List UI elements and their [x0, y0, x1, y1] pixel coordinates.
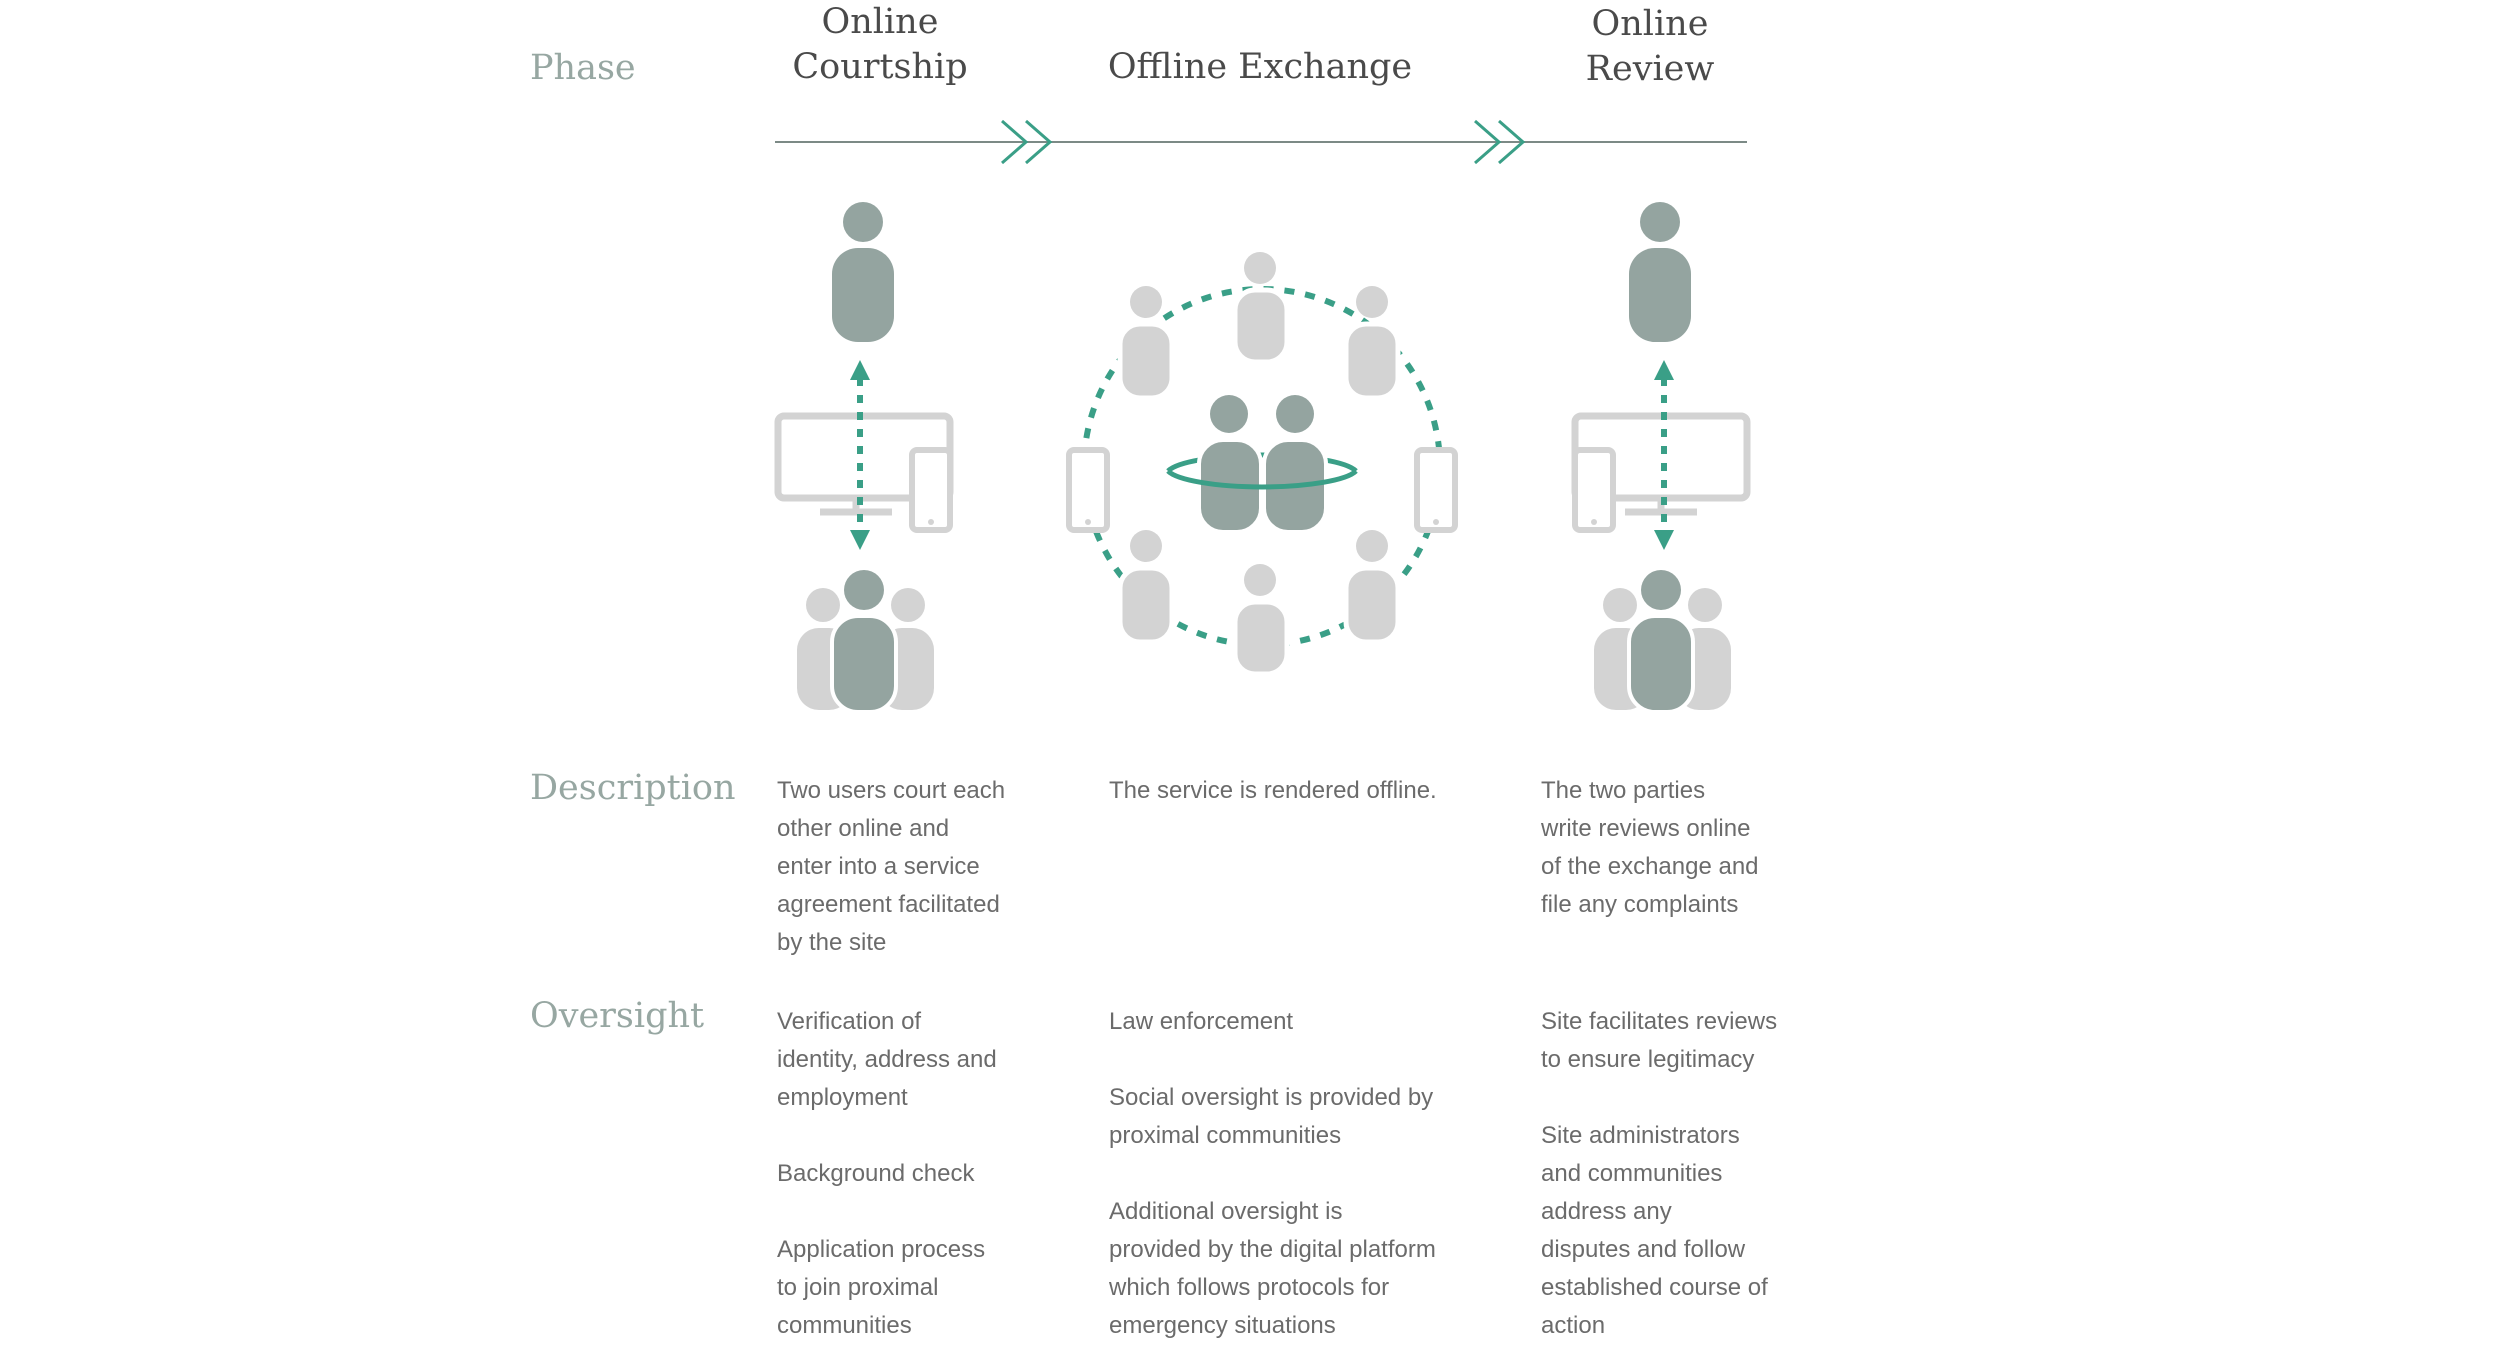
text-line: enter into a service — [777, 853, 980, 880]
description-offline-exchange: The service is rendered offline. — [1109, 772, 1449, 810]
oversight-online-review: Site facilitates reviews to ensure legit… — [1541, 1003, 1801, 1345]
text-line: of the exchange and — [1541, 853, 1759, 880]
text-line: disputes and follow — [1541, 1236, 1746, 1263]
description-row-label: Description — [530, 768, 736, 808]
community-member-icon — [1343, 286, 1401, 401]
text-line: Background check — [777, 1160, 975, 1187]
community-member-icon — [1117, 530, 1175, 645]
oversight-item: Site facilitates reviews to ensure legit… — [1541, 1003, 1801, 1079]
text-line: to ensure legitimacy — [1541, 1046, 1755, 1073]
text-line: Site administrators — [1541, 1122, 1740, 1149]
single-user-icon — [832, 202, 894, 342]
text-line: action — [1541, 1312, 1606, 1339]
community-member-icon — [1232, 252, 1290, 365]
text-line: write reviews online — [1541, 815, 1751, 842]
double-chevron-icon — [1474, 119, 1526, 165]
description-online-review: The two parties write reviews online of … — [1541, 772, 1801, 924]
phone-icon — [1572, 447, 1616, 533]
text-line: Site facilitates reviews — [1541, 1008, 1778, 1035]
oversight-item: Law enforcement — [1109, 1003, 1449, 1041]
text-line: emergency situations — [1109, 1312, 1336, 1339]
phase-title-line: Offline Exchange — [1107, 47, 1413, 87]
user-group-icon — [797, 570, 934, 714]
community-member-icon — [1343, 530, 1401, 645]
text-line: other online and — [777, 815, 950, 842]
community-member-icon — [1232, 564, 1290, 677]
phase-title-line: Online — [1591, 4, 1709, 44]
text-line: established course of — [1541, 1274, 1768, 1301]
phone-icon — [1414, 447, 1458, 533]
text-line: by the site — [777, 929, 887, 956]
text-line: The two parties — [1541, 777, 1706, 804]
text-line: employment — [777, 1084, 908, 1111]
dashed-two-way-arrow — [1654, 360, 1674, 550]
text-line: identity, address and — [777, 1046, 997, 1073]
text-line: and communities — [1541, 1160, 1723, 1187]
oversight-item: Background check — [777, 1155, 1037, 1193]
double-chevron-icon — [1001, 119, 1053, 165]
text-line: Law enforcement — [1109, 1008, 1294, 1035]
text-line: Application process — [777, 1236, 986, 1263]
phase-row-label: Phase — [530, 48, 636, 88]
oversight-item: Social oversight is provided by proximal… — [1109, 1079, 1449, 1155]
text-line: communities — [777, 1312, 912, 1339]
oversight-item: Verification of identity, address and em… — [777, 1003, 1037, 1117]
oversight-item: Site administrators and communities addr… — [1541, 1117, 1801, 1345]
community-member-icon — [1117, 286, 1175, 401]
phase-title-line: Online — [821, 2, 939, 42]
oversight-item: Additional oversight is provided by the … — [1109, 1193, 1449, 1345]
text-line: Two users court each — [777, 777, 1006, 804]
text-line: Social oversight is provided by — [1109, 1084, 1434, 1111]
phase-title-line: Review — [1585, 48, 1715, 89]
oversight-row-label: Oversight — [530, 996, 705, 1036]
user-group-icon — [1594, 570, 1731, 714]
phase-title-line: Courtship — [792, 46, 968, 87]
text-line: to join proximal — [777, 1274, 939, 1301]
text-line: proximal communities — [1109, 1122, 1342, 1149]
process-diagram — [774, 119, 1751, 714]
phase-title-online-courtship: Online Courtship — [740, 0, 1020, 90]
text-line: Verification of — [777, 1008, 922, 1035]
text-line: address any — [1541, 1198, 1672, 1225]
phase-title-offline-exchange: Offline Exchange — [1080, 45, 1440, 90]
phase-title-online-review: Online Review — [1510, 2, 1790, 92]
phone-icon — [1066, 447, 1110, 533]
phone-icon — [909, 447, 953, 533]
text-line: file any complaints — [1541, 891, 1739, 918]
text-line: which follows protocols for — [1109, 1274, 1390, 1301]
dashed-two-way-arrow — [850, 360, 870, 550]
oversight-item: Application process to join proximal com… — [777, 1231, 1037, 1345]
description-online-courtship: Two users court each other online and en… — [777, 772, 1037, 962]
text-line: Additional oversight is — [1109, 1198, 1343, 1225]
exchange-pair-icon — [1166, 395, 1358, 534]
text-line: The service is rendered offline. — [1109, 777, 1437, 804]
single-user-icon — [1629, 202, 1691, 342]
text-line: provided by the digital platform — [1109, 1236, 1436, 1263]
oversight-online-courtship: Verification of identity, address and em… — [777, 1003, 1037, 1345]
oversight-offline-exchange: Law enforcement Social oversight is prov… — [1109, 1003, 1449, 1345]
text-line: agreement facilitated — [777, 891, 1000, 918]
